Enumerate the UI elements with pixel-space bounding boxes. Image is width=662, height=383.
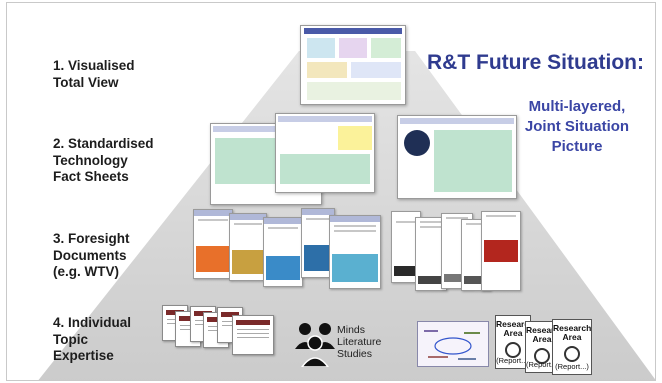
slide-subtitle: Multi-layered, Joint Situation Picture	[517, 97, 637, 157]
subtitle-line-3: Picture	[551, 138, 603, 155]
foresight-doc-1	[193, 209, 233, 279]
level-2-line-1: 2. Standardised	[53, 136, 154, 151]
level-1-line-2: Total View	[53, 74, 119, 90]
topic-doc-6	[232, 315, 274, 355]
word-cloud-image	[417, 321, 489, 367]
research-card-2-title-1: Research	[526, 325, 565, 335]
level-1-label: 1. Visualised Total View	[53, 58, 135, 91]
level-3-label: 3. Foresight Documents (e.g. WTV)	[53, 231, 130, 281]
research-card-2-report: (Report...)	[526, 360, 560, 369]
research-card-2-title-2: Area	[532, 334, 552, 344]
minds-line-1: Minds	[337, 324, 366, 336]
gear-icon	[505, 342, 521, 358]
level-1-line-1: 1. Visualised	[53, 58, 135, 73]
level-2-line-3: Fact Sheets	[53, 169, 129, 184]
level-4-line-2: Topic	[53, 331, 88, 347]
subtitle-line-1: Multi-layered,	[528, 98, 626, 115]
slide-frame: 1. Visualised Total View 2. Standardised…	[6, 2, 656, 381]
total-view-dashboard	[300, 25, 406, 105]
foresight-doc-5	[329, 215, 381, 289]
slide-title: R&T Future Situation:	[427, 51, 644, 74]
research-card-3-title-2: Area	[562, 332, 582, 342]
fact-sheet-3	[397, 115, 517, 199]
minds-line-3: Studies	[337, 348, 373, 360]
subtitle-line-2: Joint Situation	[524, 118, 630, 135]
research-card-1-report: (Report...)	[496, 356, 530, 365]
foresight-doc-2	[229, 213, 267, 281]
research-card-1-title-2: Area	[503, 328, 523, 338]
level-2-line-2: Technology	[53, 152, 128, 168]
level-4-line-1: 4. Individual	[53, 315, 132, 330]
level-2-label: 2. Standardised Technology Fact Sheets	[53, 136, 154, 186]
level-3-line-1: 3. Foresight	[53, 231, 130, 246]
foresight-doc-3	[263, 217, 303, 287]
fact-sheet-2	[275, 113, 375, 193]
gear-icon	[534, 348, 550, 364]
research-card-3-report: (Report...)	[555, 362, 589, 371]
research-card-3-title-1: Research	[553, 323, 592, 333]
level-3-line-2: Documents	[53, 247, 127, 263]
level-3-line-3: (e.g. WTV)	[53, 264, 119, 279]
people-icon	[295, 323, 335, 367]
minds-line-2: Literature	[337, 336, 382, 348]
research-card-1-title-1: Research	[496, 319, 535, 329]
level-4-line-3: Expertise	[53, 348, 114, 363]
minds-label: Minds Literature Studies	[337, 324, 381, 360]
foresight-doc-10	[481, 211, 521, 291]
gear-icon	[564, 346, 580, 362]
level-4-label: 4. Individual Topic Expertise	[53, 315, 131, 365]
